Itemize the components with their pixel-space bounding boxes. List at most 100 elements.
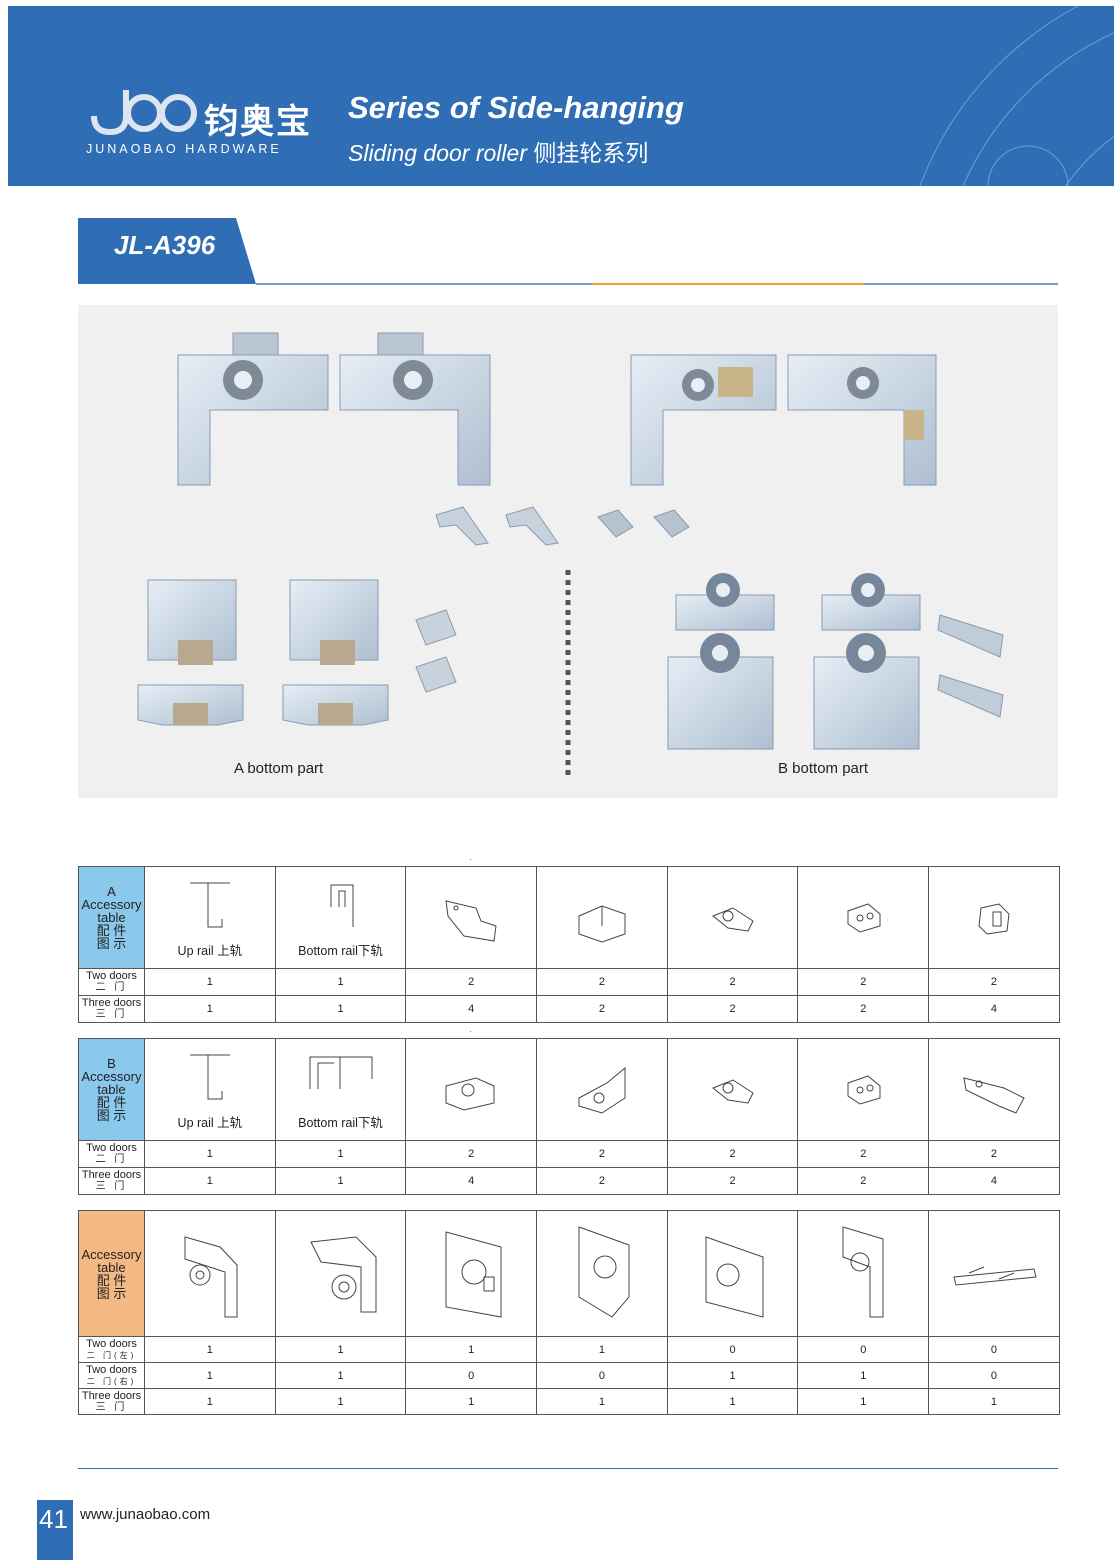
- accessory-cell: [666, 1210, 799, 1337]
- roller-plate-left: [630, 354, 777, 486]
- qty-cell: 1: [274, 1362, 407, 1389]
- b-bottom-parts: [667, 573, 1004, 750]
- qty-cell: 1: [797, 1362, 930, 1389]
- decorative-arcs: [919, 6, 1114, 186]
- accessory-cell: [928, 1038, 1060, 1141]
- roller-bracket-icon: [445, 1077, 495, 1111]
- series-title: Series of Side-hanging: [348, 90, 684, 125]
- up-rail-icon: [189, 882, 230, 927]
- qty-cell: 1: [274, 995, 407, 1023]
- guide-arm-icon: [963, 1077, 1025, 1114]
- accessory-cell: [274, 1210, 407, 1337]
- qty-cell: 4: [405, 995, 538, 1023]
- brand-logo-icon: [91, 90, 197, 136]
- qty-cell: 0: [928, 1362, 1060, 1389]
- table-a-header: A Accessory table 配 件 图 示: [78, 866, 145, 969]
- roller-plate-right: [787, 354, 937, 486]
- product-photos: [137, 332, 1004, 775]
- qty-cell: 2: [666, 995, 799, 1023]
- bottom-rail-icon: [330, 884, 354, 927]
- stopper-icon: [711, 907, 754, 932]
- qty-cell: 1: [274, 968, 407, 996]
- accessory-table-a: A Accessory table 配 件 图 示 Up rail 上轨 Bot…: [78, 866, 1060, 1023]
- stopper-icon: [711, 1079, 754, 1104]
- accessory-cell: [144, 1210, 276, 1337]
- qty-cell: 2: [405, 968, 538, 996]
- qty-cell: 2: [536, 968, 668, 996]
- end-cap-icon: [978, 903, 1010, 935]
- qty-cell: 1: [144, 1336, 276, 1363]
- accessory-cell: [536, 1210, 668, 1337]
- qty-cell: 0: [536, 1362, 668, 1389]
- series-subtitle: Sliding door roller 侧挂轮系列: [348, 134, 648, 168]
- qty-cell: 1: [144, 1140, 276, 1168]
- footer-divider: [78, 1468, 1058, 1469]
- accessory-cell: [666, 866, 799, 969]
- qty-cell: 1: [666, 1388, 799, 1415]
- qty-cell: 2: [666, 1140, 799, 1168]
- qty-cell: 2: [928, 968, 1060, 996]
- qty-cell: 1: [274, 1388, 407, 1415]
- accessory-cell: [666, 1038, 799, 1141]
- qty-cell: 4: [928, 1167, 1060, 1195]
- qty-cell: 4: [405, 1167, 538, 1195]
- model-number: JL-A396: [114, 230, 216, 260]
- model-underline: [256, 283, 1058, 285]
- guide-block-icon: [847, 903, 881, 933]
- hanger-roller-icon: [309, 1236, 377, 1313]
- qty-cell: 1: [144, 1167, 276, 1195]
- qty-cell: 1: [536, 1336, 668, 1363]
- qty-cell: 1: [797, 1388, 930, 1415]
- qty-cell: 1: [666, 1362, 799, 1389]
- header-banner: 钧奥宝 JUNAOBAO HARDWARE Series of Side-han…: [8, 6, 1114, 186]
- roller-plate-icon: [445, 1231, 502, 1318]
- qty-cell: 1: [144, 1388, 276, 1415]
- accessory-table-b: B Accessory table 配 件 图 示 Up rail 上轨 Bot…: [78, 1038, 1060, 1195]
- qty-cell: 0: [928, 1336, 1060, 1363]
- qty-cell: 2: [536, 995, 668, 1023]
- series-subtitle-en: Sliding door roller: [348, 140, 527, 166]
- guide-block-icon: [847, 1075, 881, 1105]
- model-tag: JL-A396: [78, 218, 256, 284]
- qty-cell: 2: [797, 995, 930, 1023]
- product-photo-panel: A bottom part B bottom part: [78, 305, 1058, 798]
- brand-name-cn: 钧奥宝: [204, 103, 312, 141]
- bracket-icon: [445, 900, 497, 942]
- roller-plate-icon: [842, 1226, 884, 1318]
- qty-cell: 1: [144, 968, 276, 996]
- accessory-cell: [405, 1038, 538, 1141]
- bottom-rail-icon: [309, 1056, 373, 1089]
- qty-cell: 2: [405, 1140, 538, 1168]
- brand-name-en: JUNAOBAO HARDWARE: [86, 142, 282, 156]
- caption-b-bottom: B bottom part: [778, 760, 869, 777]
- page-number-badge: 41: [37, 1500, 73, 1560]
- up-rail-cell: Up rail 上轨: [144, 866, 276, 969]
- accessory-cell: [536, 866, 668, 969]
- hanger-bracket-icon: [184, 1236, 238, 1318]
- up-rail-cell: Up rail 上轨: [144, 1038, 276, 1141]
- website-url: www.junaobao.com: [80, 1506, 211, 1523]
- qty-cell: 2: [666, 968, 799, 996]
- qty-cell: 0: [666, 1336, 799, 1363]
- table-b-header: B Accessory table 配 件 图 示: [78, 1038, 145, 1141]
- qty-cell: 1: [536, 1388, 668, 1415]
- model-heading: JL-A396: [78, 218, 1058, 286]
- qty-cell: 1: [405, 1336, 538, 1363]
- qty-cell: 2: [797, 1167, 930, 1195]
- qty-cell: 1: [274, 1336, 407, 1363]
- qty-cell: 2: [536, 1140, 668, 1168]
- roller-plate-icon: [705, 1236, 764, 1318]
- qty-cell: 1: [928, 1388, 1060, 1415]
- accessory-cell: [405, 866, 538, 969]
- up-rail-icon: [189, 1054, 230, 1099]
- bottom-rail-cell: Bottom rail下轨: [274, 1038, 407, 1141]
- qty-cell: 2: [666, 1167, 799, 1195]
- qty-cell: 0: [797, 1336, 930, 1363]
- caption-a-bottom: A bottom part: [234, 760, 324, 777]
- qty-cell: 2: [797, 1140, 930, 1168]
